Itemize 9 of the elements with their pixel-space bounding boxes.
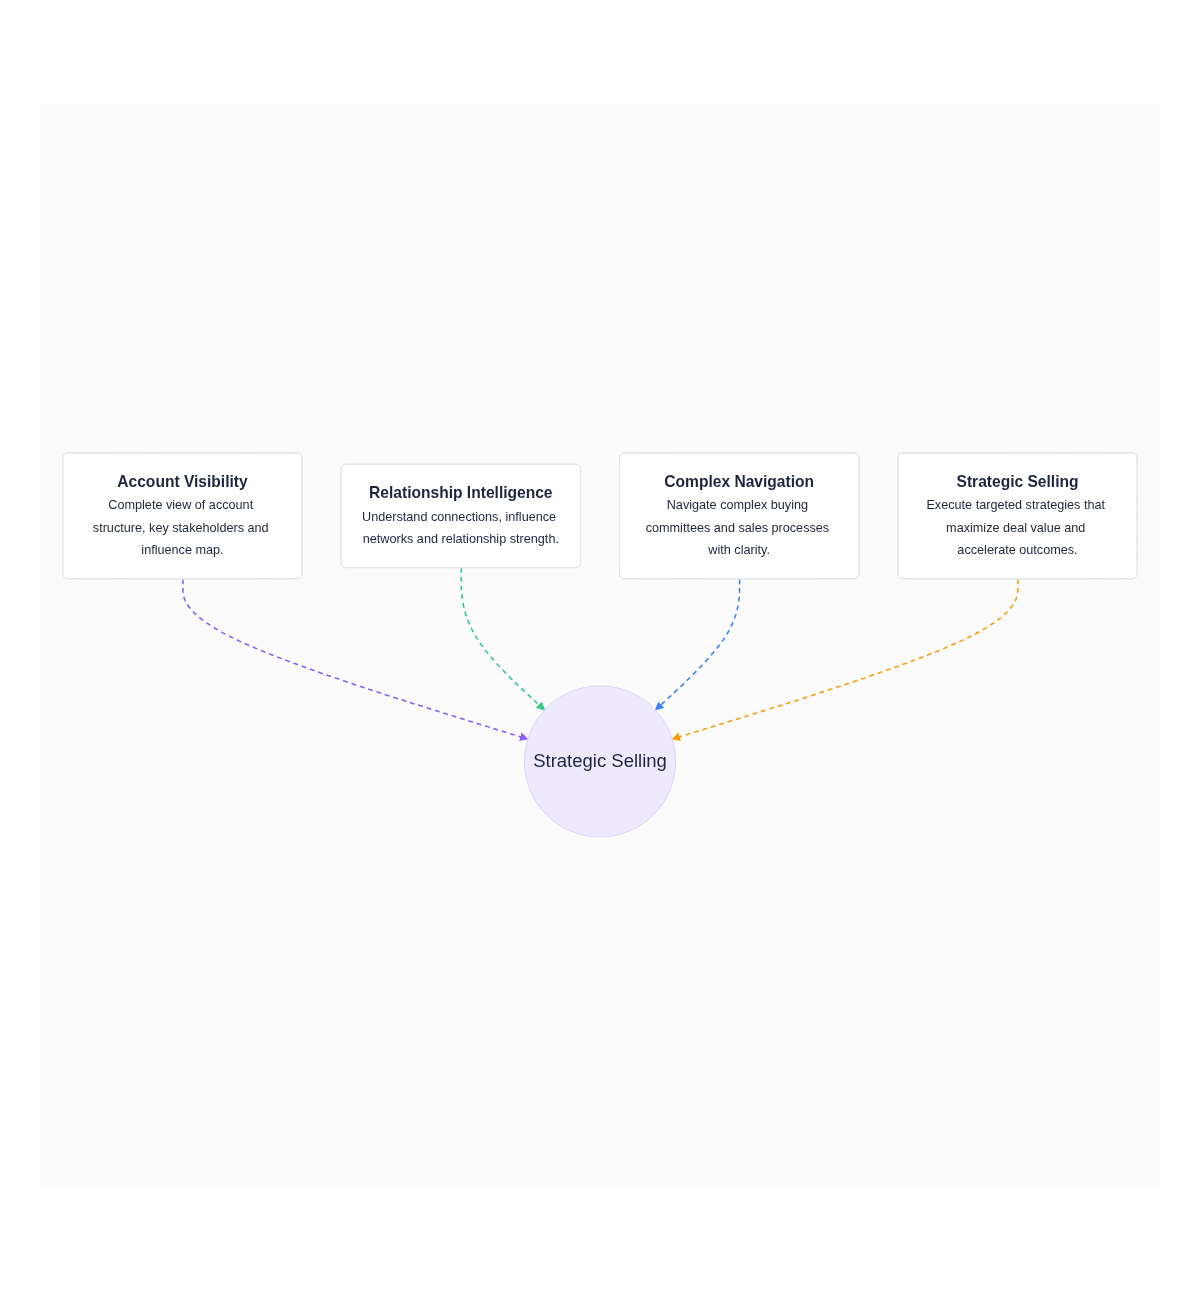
dashed-arrow [671,578,1019,741]
dashed-arrow [460,567,545,711]
dashed-arrow [182,578,529,741]
info-card: Relationship Intelligence Understand connections, influence networks and relationship strength. [340,463,582,569]
hub-circle: Strategic Selling [523,685,677,838]
dashed-arrow [655,578,741,711]
info-card: Complex Navigation Navigate complex buying committees and sales processes with clarity. [618,452,860,580]
info-card: Account Visibility Complete view of account structure, key stakeholders and influence map. [62,452,303,580]
info-card: Strategic Selling Execute targeted strategies that maximize deal value and accelerate outcomes. [897,452,1138,580]
